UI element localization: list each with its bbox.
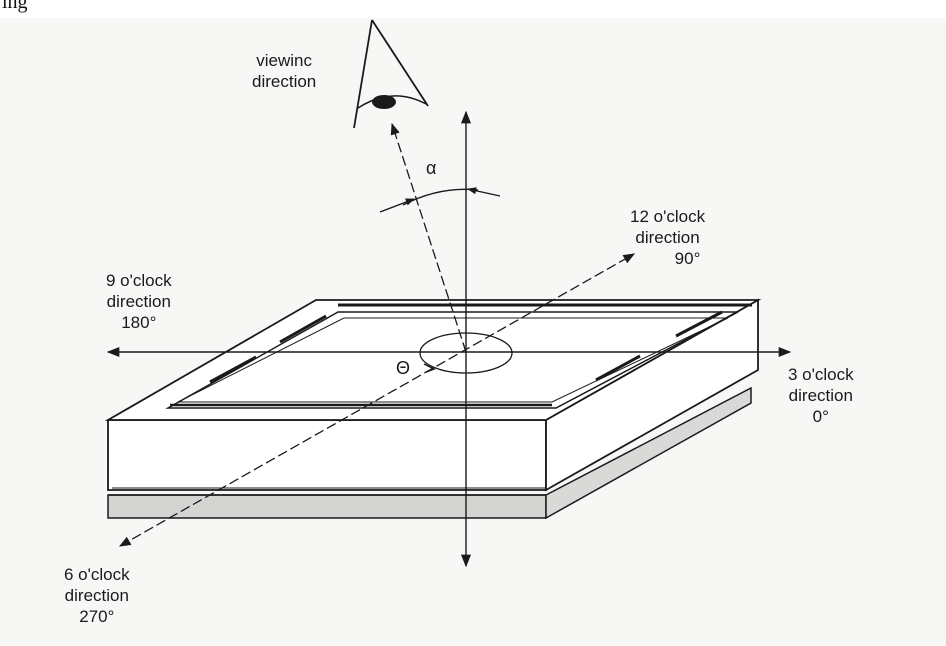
six-line2: direction xyxy=(64,586,129,605)
three-line2: direction xyxy=(788,386,853,405)
lcd-module xyxy=(104,298,762,492)
eye-icon xyxy=(353,19,429,129)
viewing-label-line1: viewinc xyxy=(256,51,312,70)
nine-line2: direction xyxy=(106,292,171,311)
six-line1: 6 o'clock xyxy=(64,565,130,584)
theta-label: Θ xyxy=(396,358,411,378)
nine-line3: 180° xyxy=(121,313,157,332)
twelve-line2: direction xyxy=(635,228,700,247)
alpha-angle-arc xyxy=(379,187,501,213)
six-line3: 270° xyxy=(79,607,115,626)
cropped-header: ing xyxy=(0,0,946,18)
twelve-line3: 90° xyxy=(674,249,701,268)
three-oclock-label: 3 o'clock direction 0° xyxy=(788,364,854,427)
three-line1: 3 o'clock xyxy=(788,365,854,384)
viewing-label-line2: direction xyxy=(252,72,317,91)
twelve-oclock-label: 12 o'clock direction 90° xyxy=(630,206,705,269)
cropped-header-text: ing xyxy=(2,0,28,13)
viewing-direction-label: viewinc direction xyxy=(252,50,316,92)
alpha-label: α xyxy=(426,158,437,178)
theta-rotation-ellipse xyxy=(419,332,513,374)
twelve-line1: 12 o'clock xyxy=(630,207,706,226)
six-oclock-label: 6 o'clock direction 270° xyxy=(64,564,130,627)
axis-diagonal xyxy=(118,253,636,547)
viewing-direction-line xyxy=(390,122,467,353)
three-line3: 0° xyxy=(812,407,829,426)
nine-line1: 9 o'clock xyxy=(106,271,172,290)
nine-oclock-label: 9 o'clock direction 180° xyxy=(106,270,172,333)
